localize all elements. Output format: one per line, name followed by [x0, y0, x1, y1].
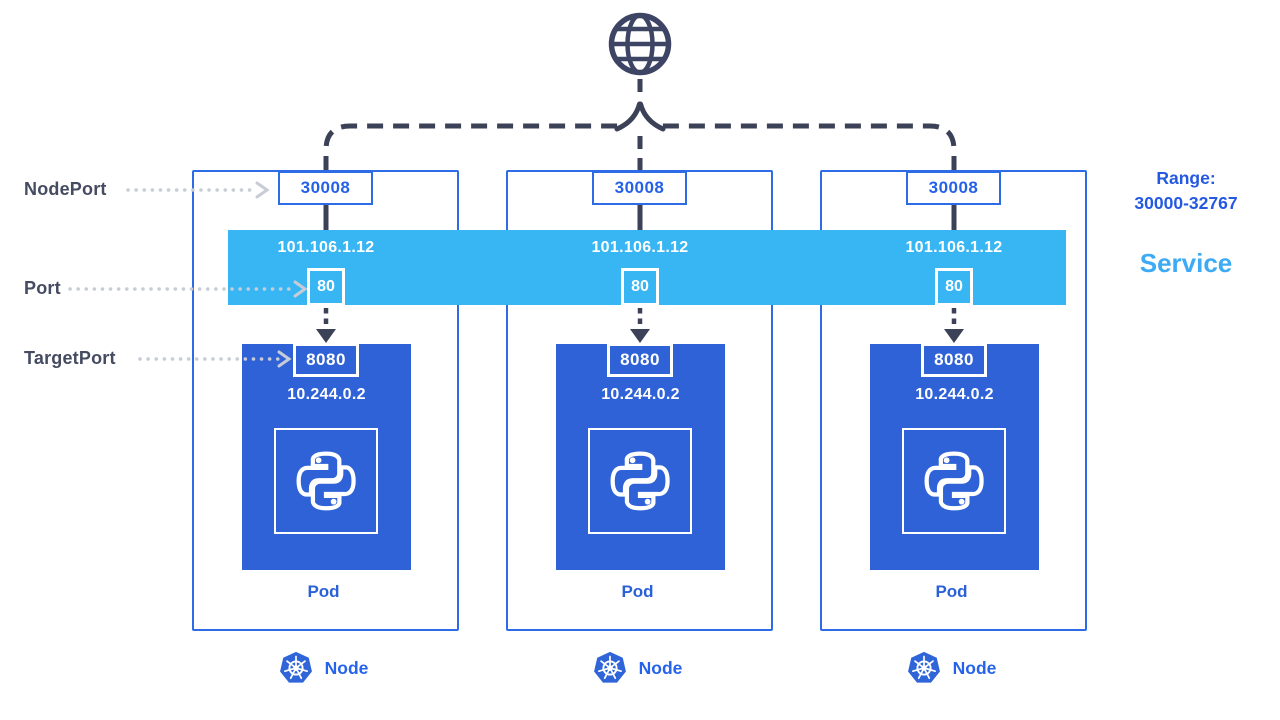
port-label: Port: [24, 278, 61, 298]
python-logo-icon: [274, 428, 378, 534]
pod-box-1: 8080 10.244.0.2: [242, 343, 411, 570]
range-title: Range:: [1156, 168, 1216, 188]
port-box-1: 80: [307, 268, 345, 306]
pod-box-2: 8080 10.244.0.2: [556, 343, 725, 570]
nodeport-label: NodePort: [24, 179, 107, 199]
service-label: Service: [1139, 248, 1233, 278]
service-band: 101.106.1.12 101.106.1.12 101.106.1.12 8…: [228, 230, 1066, 306]
range-value: 30000-32767: [1134, 193, 1238, 213]
kubernetes-icon: [907, 651, 940, 683]
port-box-2: 80: [621, 268, 659, 306]
nodeport-box-2: 30008: [592, 171, 687, 205]
node-footer-1: Node: [192, 650, 455, 686]
nodeport-range-text: Range: 30000-32767: [1098, 166, 1274, 216]
pod-box-3: 8080 10.244.0.2: [870, 343, 1039, 570]
pod-ip-3: 10.244.0.2: [915, 386, 994, 403]
nodeport-box-3: 30008: [906, 171, 1001, 205]
port-box-3: 80: [935, 268, 973, 306]
node-footer-label: Node: [324, 657, 369, 678]
node-footer-label: Node: [638, 657, 683, 678]
service-ip-3: 101.106.1.12: [905, 239, 1003, 256]
python-logo-icon: [902, 428, 1006, 534]
pod-label-2: Pod: [621, 582, 654, 601]
pod-label-3: Pod: [935, 582, 968, 601]
targetport-label: TargetPort: [24, 348, 116, 368]
service-ip-1: 101.106.1.12: [277, 239, 375, 256]
globe-icon: [606, 10, 674, 78]
targetport-box-2: 8080: [607, 343, 673, 377]
targetport-box-3: 8080: [921, 343, 987, 377]
nodeport-box-1: 30008: [278, 171, 373, 205]
node-footer-2: Node: [506, 650, 769, 686]
python-logo-icon: [588, 428, 692, 534]
kubernetes-icon: [279, 651, 312, 683]
pod-ip-1: 10.244.0.2: [287, 386, 366, 403]
kubernetes-icon: [593, 651, 626, 683]
node-footer-3: Node: [820, 650, 1083, 686]
targetport-box-1: 8080: [293, 343, 359, 377]
pod-ip-2: 10.244.0.2: [601, 386, 680, 403]
node-footer-label: Node: [952, 657, 997, 678]
pod-label-1: Pod: [307, 582, 340, 601]
service-ip-2: 101.106.1.12: [591, 239, 689, 256]
